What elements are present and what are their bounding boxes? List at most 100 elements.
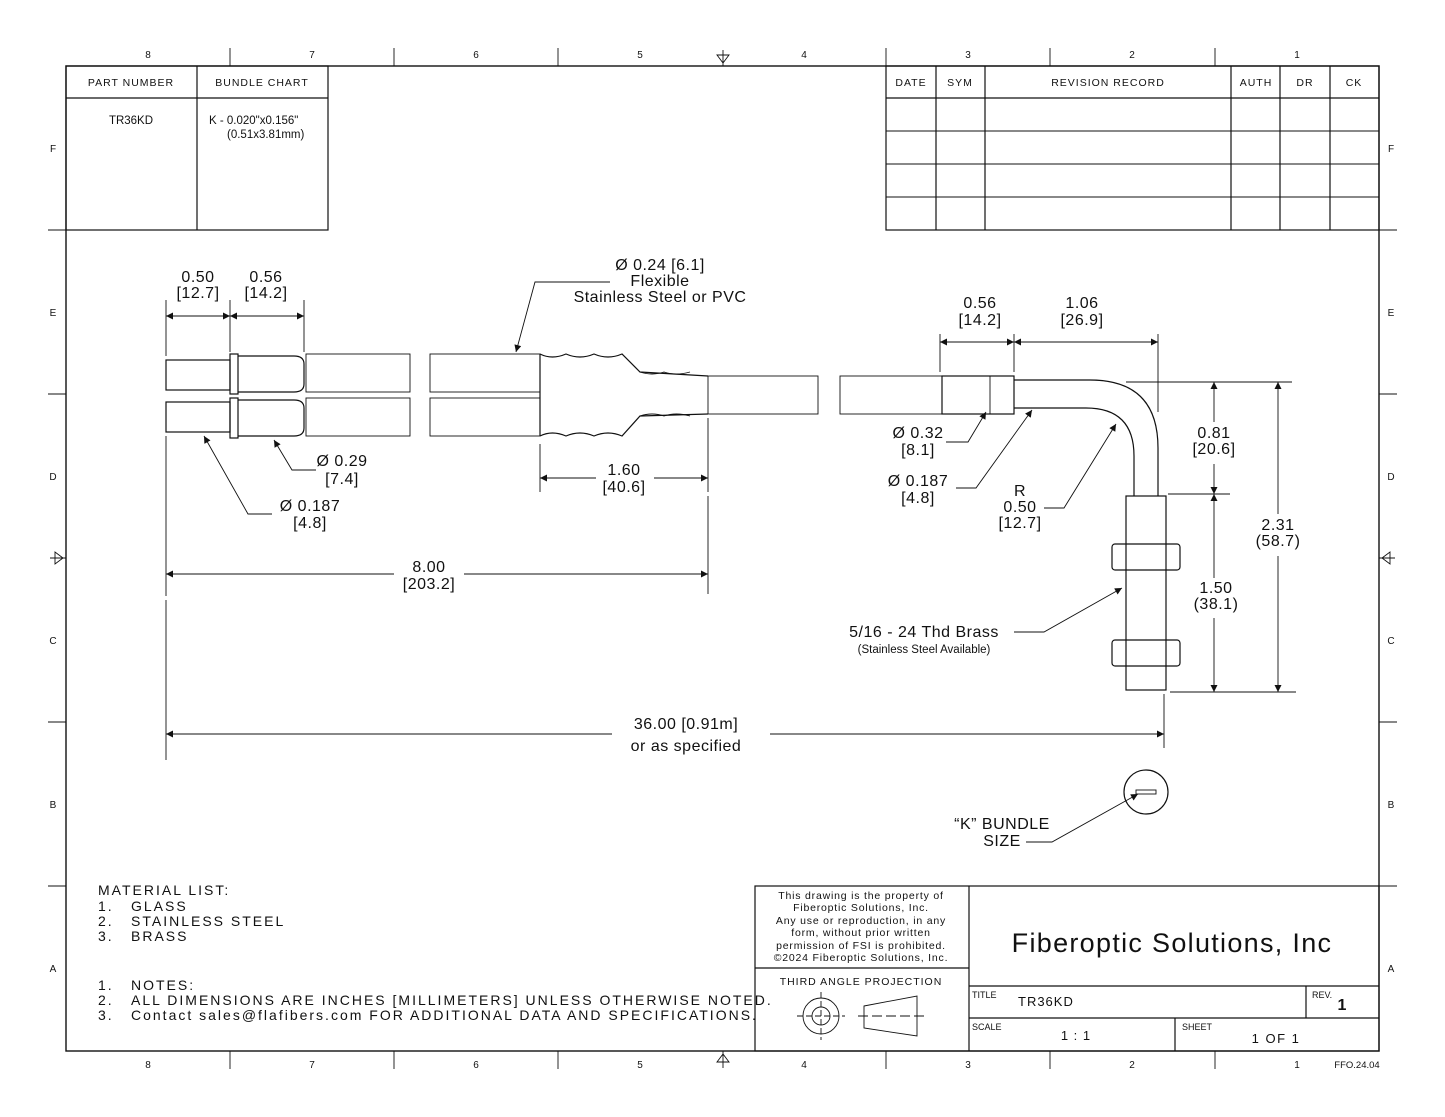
svg-text:SYM: SYM	[947, 77, 973, 89]
zone-labels-right: F E D C B A	[1387, 144, 1394, 975]
zone-labels-bottom: 8 7 6 5 4 3 2 1	[145, 1060, 1300, 1071]
svg-text:©2024 Fiberoptic Solutions, In: ©2024 Fiberoptic Solutions, Inc.	[774, 952, 949, 964]
svg-text:D: D	[1387, 472, 1394, 483]
svg-text:3.: 3.	[98, 1007, 114, 1023]
bundle-end-view	[1123, 769, 1169, 815]
svg-text:[14.2]: [14.2]	[958, 312, 1001, 329]
svg-text:8: 8	[145, 50, 151, 61]
bent-probe	[1014, 379, 1181, 691]
svg-text:6: 6	[473, 50, 479, 61]
svg-text:BRASS: BRASS	[131, 928, 188, 944]
svg-text:[40.6]: [40.6]	[602, 479, 645, 496]
svg-text:or as specified: or as specified	[631, 738, 742, 755]
bundle-chart-value: K - 0.020"x0.156"	[209, 115, 298, 127]
svg-text:0.81: 0.81	[1197, 425, 1230, 442]
svg-text:(58.7): (58.7)	[1256, 533, 1301, 550]
svg-text:[4.8]: [4.8]	[293, 515, 327, 532]
svg-text:SIZE: SIZE	[983, 833, 1021, 850]
svg-text:TITLE: TITLE	[972, 990, 997, 1000]
svg-text:F: F	[50, 144, 56, 155]
notes: 1. NOTES: 2. ALL DIMENSIONS ARE INCHES […	[98, 977, 773, 1023]
dimension-lines	[165, 281, 1296, 843]
svg-text:[12.7]: [12.7]	[998, 515, 1041, 532]
svg-text:Flexible: Flexible	[630, 273, 689, 290]
dual-leg-assembly	[165, 353, 1015, 439]
svg-text:Ø 0.24 [6.1]: Ø 0.24 [6.1]	[615, 257, 705, 274]
svg-text:permission of FSI is prohibite: permission of FSI is prohibited.	[776, 940, 946, 952]
svg-text:2.: 2.	[98, 913, 114, 929]
part-number-header: PART NUMBER	[88, 77, 174, 89]
doc-code: FFO.24.04	[1334, 1060, 1379, 1071]
svg-text:6: 6	[473, 1060, 479, 1071]
material-list: MATERIAL LIST: 1. GLASS 2. STAINLESS STE…	[98, 882, 285, 944]
svg-text:1.: 1.	[98, 898, 114, 914]
svg-text:CK: CK	[1346, 77, 1363, 89]
svg-text:2: 2	[1129, 1060, 1135, 1071]
svg-text:1: 1	[1294, 1060, 1300, 1071]
svg-text:2: 2	[1129, 50, 1135, 61]
svg-text:STAINLESS STEEL: STAINLESS STEEL	[131, 913, 285, 929]
svg-text:MATERIAL LIST:: MATERIAL LIST:	[98, 882, 230, 898]
svg-text:[20.6]: [20.6]	[1192, 441, 1235, 458]
svg-text:0.56: 0.56	[963, 295, 996, 312]
svg-text:4: 4	[801, 50, 807, 61]
svg-text:Any use or reproduction, in an: Any use or reproduction, in any	[776, 915, 946, 927]
title-value: TR36KD	[1018, 994, 1074, 1009]
svg-text:5: 5	[637, 1060, 643, 1071]
revision-table: DATE SYM REVISION RECORD AUTH DR CK	[885, 65, 1380, 231]
title-block: This drawing is the property of Fiberopt…	[754, 885, 1380, 1052]
svg-text:[14.2]: [14.2]	[244, 285, 287, 302]
svg-text:C: C	[1387, 636, 1394, 647]
svg-text:5: 5	[637, 50, 643, 61]
svg-text:A: A	[1388, 964, 1395, 975]
company-name: Fiberoptic Solutions, Inc	[1012, 928, 1333, 958]
svg-text:C: C	[49, 636, 56, 647]
svg-text:[12.7]: [12.7]	[176, 285, 219, 302]
svg-text:[26.9]: [26.9]	[1060, 312, 1103, 329]
scale-value: 1 : 1	[1061, 1028, 1091, 1043]
svg-text:Contact sales@flafibers.com FO: Contact sales@flafibers.com FOR ADDITION…	[131, 1007, 758, 1023]
part-number-value: TR36KD	[109, 115, 153, 127]
svg-text:2.31: 2.31	[1261, 517, 1294, 534]
svg-text:E: E	[1388, 308, 1395, 319]
svg-text:1: 1	[1294, 50, 1300, 61]
svg-text:[8.1]: [8.1]	[901, 442, 935, 459]
svg-text:AUTH: AUTH	[1240, 77, 1273, 89]
svg-text:This drawing is the property o: This drawing is the property of	[778, 890, 943, 902]
svg-text:D: D	[49, 472, 56, 483]
svg-text:5/16 - 24 Thd Brass: 5/16 - 24 Thd Brass	[849, 624, 999, 641]
part-table: PART NUMBER BUNDLE CHART TR36KD K - 0.02…	[65, 65, 329, 231]
svg-text:3: 3	[965, 1060, 971, 1071]
svg-text:Fiberoptic Solutions, Inc.: Fiberoptic Solutions, Inc.	[793, 902, 929, 914]
svg-text:(38.1): (38.1)	[1194, 596, 1239, 613]
svg-text:SHEET: SHEET	[1182, 1022, 1213, 1032]
projection-label: THIRD ANGLE PROJECTION	[780, 976, 943, 988]
svg-text:E: E	[50, 308, 57, 319]
svg-text:[4.8]: [4.8]	[901, 490, 935, 507]
svg-text:4: 4	[801, 1060, 807, 1071]
svg-text:B: B	[50, 800, 57, 811]
svg-text:0.56: 0.56	[249, 269, 282, 286]
dimension-labels: 0.50 [12.7] 0.56 [14.2] Ø 0.24 [6.1] Fle…	[176, 257, 1301, 850]
svg-text:[203.2]: [203.2]	[403, 576, 455, 593]
svg-text:3: 3	[965, 50, 971, 61]
svg-text:REVISION RECORD: REVISION RECORD	[1051, 77, 1165, 89]
svg-text:A: A	[50, 964, 57, 975]
svg-text:1.: 1.	[98, 977, 114, 993]
svg-text:Stainless Steel or PVC: Stainless Steel or PVC	[574, 289, 747, 306]
svg-text:SCALE: SCALE	[972, 1022, 1002, 1032]
svg-text:Ø 0.187: Ø 0.187	[280, 498, 340, 515]
svg-text:Ø 0.187: Ø 0.187	[888, 473, 948, 490]
svg-text:ALL DIMENSIONS ARE INCHES [MIL: ALL DIMENSIONS ARE INCHES [MILLIMETERS] …	[131, 992, 773, 1008]
svg-text:NOTES:: NOTES:	[131, 977, 195, 993]
svg-text:REV.: REV.	[1312, 990, 1332, 1000]
svg-text:36.00 [0.91m]: 36.00 [0.91m]	[634, 716, 738, 733]
bundle-chart-header: BUNDLE CHART	[215, 77, 309, 89]
svg-text:1.50: 1.50	[1199, 580, 1232, 597]
svg-text:form, without prior written: form, without prior written	[791, 927, 930, 939]
svg-text:R: R	[1014, 483, 1026, 500]
svg-text:B: B	[1388, 800, 1395, 811]
svg-text:8.00: 8.00	[412, 559, 445, 576]
svg-text:DATE: DATE	[895, 77, 926, 89]
